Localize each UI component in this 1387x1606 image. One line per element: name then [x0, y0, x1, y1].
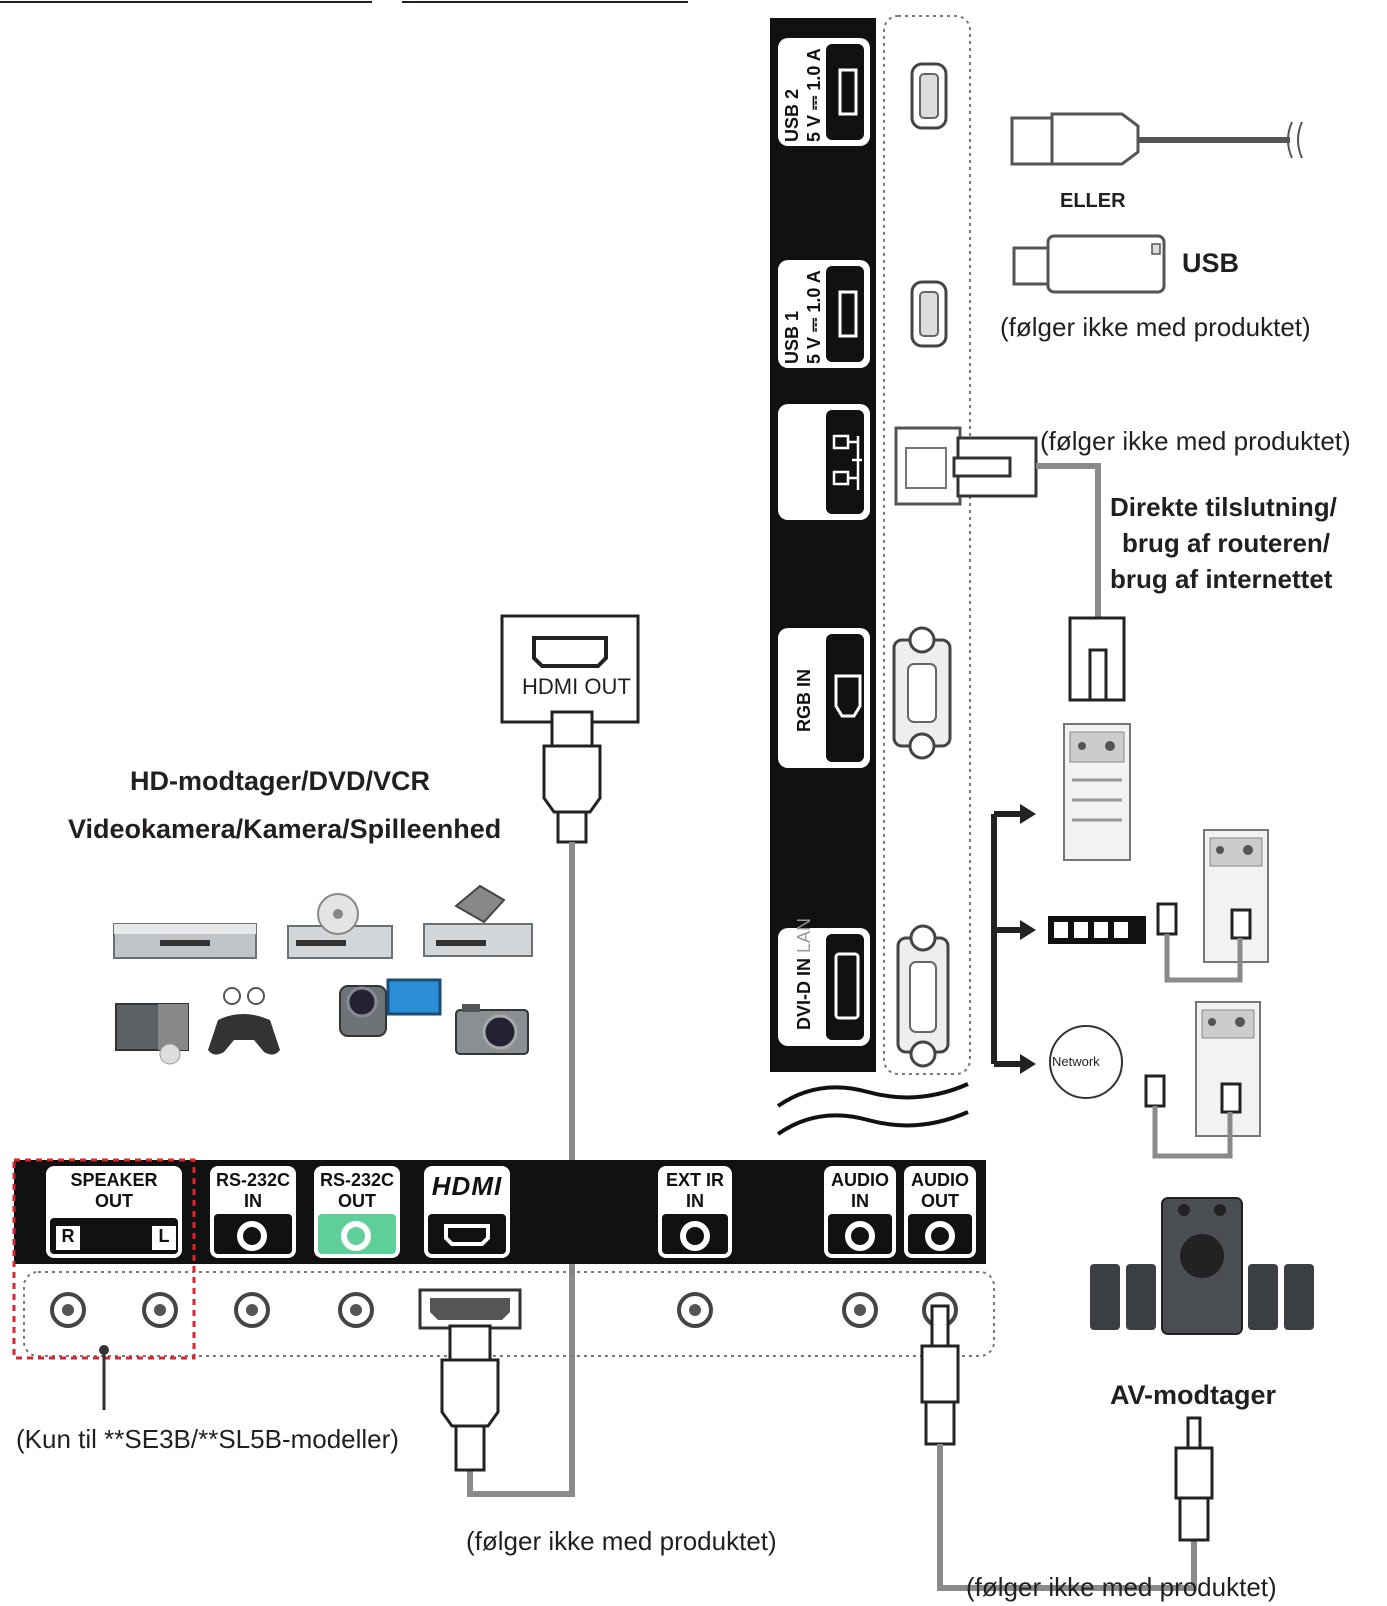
- usb2-power: 5 V ⎓ 1.0 A: [804, 48, 824, 142]
- rca-plug: [1174, 1416, 1214, 1542]
- usb-cable-icon: [1010, 112, 1290, 166]
- ext-ir-in-line1: EXT IR: [665, 1170, 724, 1190]
- usb-port-icon: [838, 68, 858, 116]
- dvd-player-icon: [113, 923, 257, 959]
- usb-label: USB: [1182, 248, 1240, 278]
- speaker-r-text: R: [61, 1226, 75, 1246]
- dvi-port-icon: [834, 952, 860, 1020]
- audio-out-line1: AUDIO: [911, 1170, 969, 1190]
- camcorder-icon: [339, 978, 442, 1037]
- hdmi-out-label: HDMI OUT: [522, 674, 631, 699]
- usb1-power: 5 V ⎓ 1.0 A: [804, 270, 824, 364]
- hdmi-out-box: [500, 614, 640, 724]
- usb2-label: USB 2: [782, 89, 802, 142]
- usb2-power-text: 5 V ⎓ 1.0 A: [804, 48, 824, 142]
- usb1-label-text: USB 1: [782, 310, 802, 364]
- rgb-in-label-text: RGB IN: [794, 669, 814, 732]
- speaker-system-icon: [1090, 1197, 1314, 1335]
- rs232c-in-line2: IN: [244, 1191, 262, 1211]
- pc-tower-icon: [1195, 1001, 1261, 1137]
- rs232c-out-label: RS-232C OUT: [314, 1170, 400, 1212]
- hdmi-plug: [542, 710, 602, 844]
- speaker-out-line2: OUT: [95, 1191, 133, 1211]
- pc-tower-icon: [1063, 723, 1131, 861]
- audio-out-label: AUDIO OUT: [904, 1170, 976, 1212]
- dvi-faint-text: LAN: [794, 917, 814, 953]
- audio-in-line1: AUDIO: [831, 1170, 889, 1190]
- pc-tower-icon: [1203, 829, 1269, 963]
- hdmi-plug: [440, 1324, 500, 1472]
- speaker-l-label: L: [150, 1224, 178, 1252]
- models-only-note: (Kun til **SE3B/**SL5B-modeller): [16, 1424, 399, 1454]
- media-player-icon: [115, 1003, 189, 1065]
- lan-not-included: (følger ikke med produktet): [1040, 426, 1351, 456]
- side-panel: [770, 18, 876, 1072]
- vga-port-icon: [834, 674, 862, 718]
- dvi-label: DVI-D IN LAN: [794, 918, 814, 1030]
- usb-stick-icon: [1012, 234, 1166, 294]
- hd-receiver-label: HD-modtager/DVD/VCR: [130, 766, 431, 796]
- speaker-out-label: SPEAKER OUT: [46, 1170, 182, 1212]
- usb-not-included: (følger ikke med produktet): [1000, 312, 1311, 342]
- audio-not-included: (følger ikke med produktet): [966, 1572, 1277, 1602]
- rs232c-out-line1: RS-232C: [319, 1170, 395, 1190]
- network-label: Network: [1052, 1054, 1100, 1069]
- camera-icon: [455, 1004, 529, 1055]
- video-camera-label: Videokamera/Kamera/Spilleenhed: [68, 814, 502, 844]
- audio-in-label: AUDIO IN: [824, 1170, 896, 1212]
- lan-icon: [832, 434, 862, 490]
- hdmi-not-included: (følger ikke med produktet): [466, 1526, 777, 1556]
- direct-connection-line2: brug af routeren/: [1122, 528, 1331, 558]
- audio-plug: [920, 1304, 960, 1446]
- hdmi-logo-text: HDMI: [431, 1171, 503, 1201]
- rgb-in-label: RGB IN: [794, 669, 814, 732]
- blu-ray-player-icon: [287, 893, 393, 959]
- rs232c-in-label: RS-232C IN: [210, 1170, 296, 1212]
- usb1-label: USB 1: [782, 311, 802, 364]
- ext-ir-in-line2: IN: [686, 1191, 704, 1211]
- rs232c-in-line1: RS-232C: [215, 1170, 291, 1190]
- speaker-r-label: R: [54, 1224, 82, 1252]
- usb2-label-text: USB 2: [782, 88, 802, 142]
- dvi-label-text: DVI-D IN: [794, 958, 814, 1030]
- audio-out-line2: OUT: [921, 1191, 959, 1211]
- usb1-power-text: 5 V ⎓ 1.0 A: [804, 270, 824, 364]
- hdmi-logo: HDMI: [424, 1173, 510, 1199]
- gamepad-icon: [208, 987, 280, 1055]
- speaker-out-line1: SPEAKER: [70, 1170, 158, 1190]
- eller-label: ELLER: [1060, 190, 1126, 212]
- speaker-l-text: L: [158, 1226, 170, 1246]
- direct-connection-line1: Direkte tilslutning/: [1110, 492, 1337, 522]
- av-receiver-label: AV-modtager: [1110, 1380, 1277, 1410]
- vcr-icon: [423, 884, 533, 957]
- rs232c-out-line2: OUT: [338, 1191, 376, 1211]
- ext-ir-in-label: EXT IR IN: [658, 1170, 732, 1212]
- network-circle: [1049, 1025, 1123, 1099]
- usb-port-icon: [838, 290, 858, 338]
- direct-connection-line3: brug af internettet: [1110, 564, 1333, 594]
- audio-in-line2: IN: [851, 1191, 869, 1211]
